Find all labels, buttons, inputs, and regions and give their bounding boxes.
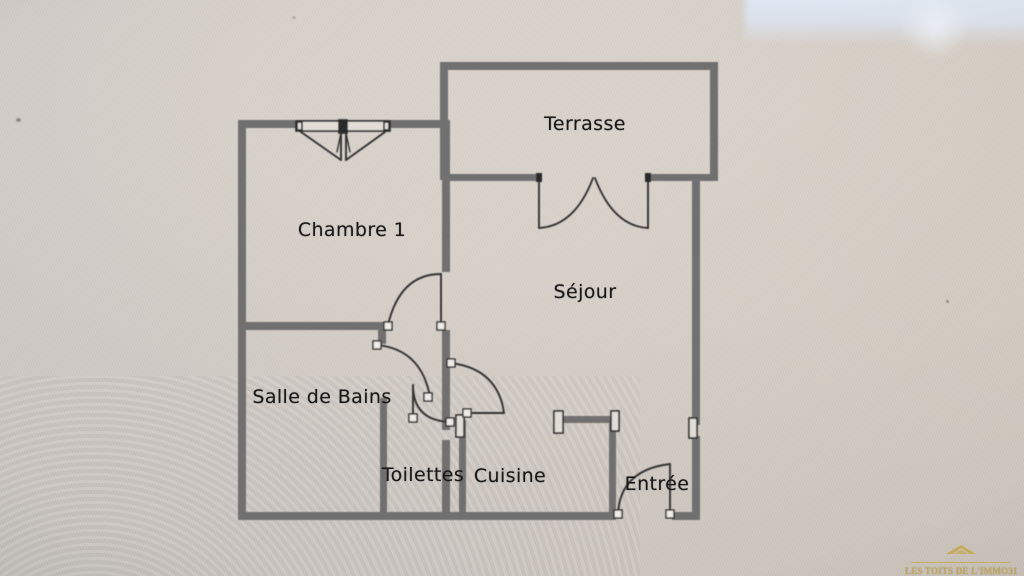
wall-entree-bottom — [672, 512, 700, 520]
cuisine-window-right — [610, 410, 620, 432]
toilettes-door — [408, 384, 455, 427]
room-label-toilettes: Toilettes — [381, 464, 465, 486]
room-label-terrasse: Terrasse — [544, 113, 626, 135]
wall-chambre1-bottom — [238, 322, 386, 330]
wall-sejour-north-right — [650, 174, 718, 181]
wall-cuisine-right — [609, 416, 616, 520]
wall-terrasse-right — [710, 62, 718, 180]
wall-house-left — [238, 120, 246, 520]
roof-icon — [946, 545, 976, 554]
chambre1-window-leaves — [300, 131, 386, 161]
opening-markers — [295, 119, 698, 439]
wall-cuisine-bottom — [466, 512, 616, 520]
entree-front-door — [613, 463, 675, 519]
watermark-text: LES TOITS DE L'IMMO31 — [905, 566, 1018, 576]
terrasse-french-door — [536, 173, 651, 229]
room-label-chambre1: Chambre 1 — [297, 219, 407, 241]
room-label-sejour: Séjour — [553, 281, 617, 303]
watermark: LES TOITS DE L'IMMO31 — [905, 543, 1017, 576]
wall-central-vertical — [442, 120, 450, 272]
wall-house-bottom-left — [238, 512, 466, 520]
screen-moire-pattern — [0, 376, 640, 576]
room-label-salle-de-bains: Salle de Bains — [252, 386, 392, 408]
screen-glare-strip — [745, 0, 1024, 44]
door-swings — [300, 131, 675, 519]
wall-central-vertical-c — [442, 440, 450, 520]
dust-speck — [16, 118, 21, 122]
wall-sejour-north-left — [448, 174, 538, 181]
screen-glare-spot — [900, 0, 970, 60]
dust-speck — [292, 16, 296, 19]
wall-central-vertical-b — [442, 330, 450, 430]
wall-sdb-toilettes — [380, 398, 387, 520]
chambre1-window-jamb-left — [296, 121, 303, 131]
wall-house-right-b — [692, 436, 700, 520]
room-label-entree: Entrée — [624, 473, 690, 495]
watermark-rule — [911, 562, 1011, 565]
wall-terrasse-top — [440, 62, 718, 70]
chambre1-window-mullion — [338, 119, 348, 134]
entree-window — [688, 417, 698, 439]
wall-toilettes-cuisine — [459, 420, 466, 520]
wall-cuisine-top — [560, 416, 616, 423]
chambre1-door — [383, 273, 446, 331]
salle-de-bains-door — [372, 340, 433, 402]
cuisine-window-left — [553, 410, 564, 434]
toilettes-door-frame — [455, 414, 465, 438]
dust-speck — [946, 300, 949, 303]
cuisine-door — [446, 358, 505, 418]
wall-chambre1-bottom-stub — [378, 322, 386, 344]
room-label-cuisine: Cuisine — [473, 465, 547, 487]
chambre1-window-jamb-right — [383, 121, 390, 131]
wall-house-right — [692, 180, 700, 425]
